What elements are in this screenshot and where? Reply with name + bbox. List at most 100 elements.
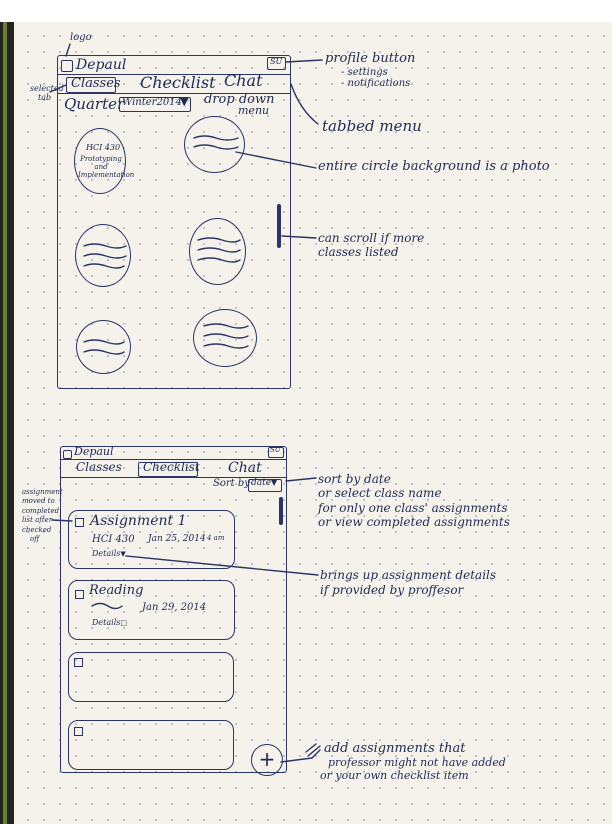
assignment-moved-note-line5: checked — [22, 525, 52, 534]
assignment-card-3[interactable] — [68, 652, 234, 702]
screen1-header-line — [57, 74, 291, 75]
scroll-note-line1: can scroll if more — [318, 231, 425, 245]
screen2-tab-checklist-label: Checklist — [143, 460, 200, 474]
profile-note-line1: profile button — [325, 51, 416, 66]
assignment-2-details-link[interactable]: Details□ — [92, 618, 127, 627]
dropdown-note: drop down menu — [204, 92, 275, 118]
class-circle-1-course: HCI 430 — [86, 143, 121, 152]
quarter-dropdown-value: Winter2014 — [122, 97, 182, 108]
logo-arrow — [65, 43, 71, 57]
assignment-2-date: Jan 29, 2014 — [142, 602, 207, 613]
screen2-header-line — [60, 459, 287, 460]
screen2-tab-chat[interactable]: Chat — [228, 460, 262, 476]
screen1-tabs-line — [57, 93, 291, 94]
screen1-frame — [57, 55, 291, 389]
assignment-moved-note-line3: completed — [22, 506, 60, 515]
assignment-moved-note-line2: moved to — [22, 497, 55, 506]
assignment-4-checkbox[interactable] — [74, 727, 83, 736]
screen1-profile-button[interactable]: SU — [267, 57, 286, 70]
screen1-tab-classes-label: Classes — [71, 76, 121, 91]
screen1-scrollbar[interactable] — [277, 204, 281, 248]
assignment-1-details-link[interactable]: Details▼ — [92, 549, 126, 558]
assignment-1-date: Jan 25, 2014 — [148, 534, 206, 544]
sort-note-line1: sort by date — [318, 472, 391, 486]
screen2-tabs-line — [60, 477, 287, 478]
details-arrow — [125, 555, 319, 576]
screen2-logo-box — [63, 450, 72, 459]
assignment-moved-note-line6: off — [30, 535, 40, 544]
sort-note-line3: for only one class' assignments — [318, 500, 508, 515]
photo-note: entire circle background is a photo — [318, 159, 550, 174]
sort-dropdown[interactable] — [248, 479, 282, 492]
profile-note: profile button - settings - notification… — [325, 51, 416, 90]
profile-button-label: SU — [270, 57, 283, 66]
assignment-1-details-chevron-icon: ▼ — [120, 550, 126, 558]
screen2-frame — [60, 446, 287, 773]
class-circle-5[interactable] — [76, 320, 131, 374]
screen1-brand: Depaul — [76, 57, 127, 73]
screen1-tab-chat[interactable]: Chat — [224, 71, 263, 90]
tabbed-menu-arrow — [290, 83, 319, 125]
add-note-line1: add assignments that — [324, 741, 466, 756]
screen1-tab-checklist[interactable]: Checklist — [140, 73, 216, 92]
logo-box — [61, 60, 73, 72]
add-assignment-button[interactable]: + — [251, 744, 283, 776]
screen2-tab-checklist[interactable] — [138, 462, 198, 477]
assignment-1-checkbox[interactable] — [75, 518, 84, 527]
tabbed-menu-note: tabbed menu — [322, 117, 422, 135]
add-note-line2: professor might not have added — [328, 755, 506, 769]
class-circle-4[interactable] — [189, 218, 246, 285]
sort-arrow — [285, 477, 317, 482]
details-note: brings up assignment details if provided… — [320, 568, 496, 598]
sort-note-line4: or view completed assignments — [318, 515, 510, 530]
profile-note-line3: - notifications — [341, 78, 411, 90]
screen2-profile-button[interactable]: SU — [268, 446, 284, 458]
add-arrow — [280, 757, 313, 763]
screen2-brand: Depaul — [74, 445, 114, 458]
class-circle-3[interactable] — [75, 224, 131, 287]
add-note-line3: or your own checklist item — [320, 768, 469, 782]
assignment-1-details-label: Details — [92, 549, 121, 558]
assignment-card-2[interactable] — [68, 580, 235, 640]
selected-tab-note-line2: tab — [38, 93, 52, 103]
dropdown-note-line1: drop down — [204, 92, 275, 107]
assignment-card-1[interactable] — [68, 510, 235, 569]
details-note-line2: if provided by proffesor — [320, 583, 464, 597]
photo-arrow — [235, 151, 317, 169]
assignment-1-title: Assignment 1 — [90, 513, 187, 529]
profile-arrow — [285, 59, 323, 63]
selected-tab-arrow — [49, 84, 67, 93]
sort-note: sort by date or select class name for on… — [318, 472, 510, 530]
chevron-down-icon: ▼ — [180, 95, 189, 108]
selected-tab-note-line1: selected — [30, 84, 64, 93]
profile-note-line2: - settings — [341, 66, 388, 78]
assignment-moved-note: assignment moved to completed list after… — [22, 488, 63, 545]
assignment-moved-note-line4: list after — [22, 516, 53, 525]
assignment-2-details-label: Details — [92, 618, 121, 627]
class-circle-1[interactable] — [74, 128, 126, 194]
selected-tab-note: selected tab — [30, 84, 64, 102]
quarter-label: Quarter — [64, 95, 125, 113]
assignment-3-checkbox[interactable] — [74, 658, 83, 667]
screen2-scrollbar[interactable] — [279, 497, 283, 525]
scroll-note: can scroll if more classes listed — [318, 231, 425, 260]
details-note-line1: brings up assignment details — [320, 568, 497, 582]
class-circle-6[interactable] — [193, 309, 257, 367]
sort-chevron-down-icon: ▼ — [271, 478, 278, 487]
scroll-arrow — [281, 235, 317, 239]
dropdown-note-line2: menu — [238, 103, 270, 117]
assignment-2-checkbox[interactable] — [75, 590, 84, 599]
class-circle-1-title: Prototyping and Implementation — [78, 155, 135, 180]
assignment-1-time: 4 am — [207, 534, 225, 542]
assignment-moved-note-line1: assignment — [22, 488, 63, 496]
sort-label: Sort by — [213, 478, 250, 489]
logo-label: logo — [70, 32, 92, 43]
quarter-dropdown[interactable] — [119, 97, 191, 112]
screen2-tab-classes[interactable]: Classes — [76, 460, 122, 474]
sort-note-line2: or select class name — [318, 486, 442, 501]
class-circle-2[interactable] — [184, 116, 245, 173]
assignment-2-title: Reading — [89, 583, 144, 598]
notebook-spine — [0, 22, 16, 824]
assignment-card-4[interactable] — [68, 720, 234, 770]
